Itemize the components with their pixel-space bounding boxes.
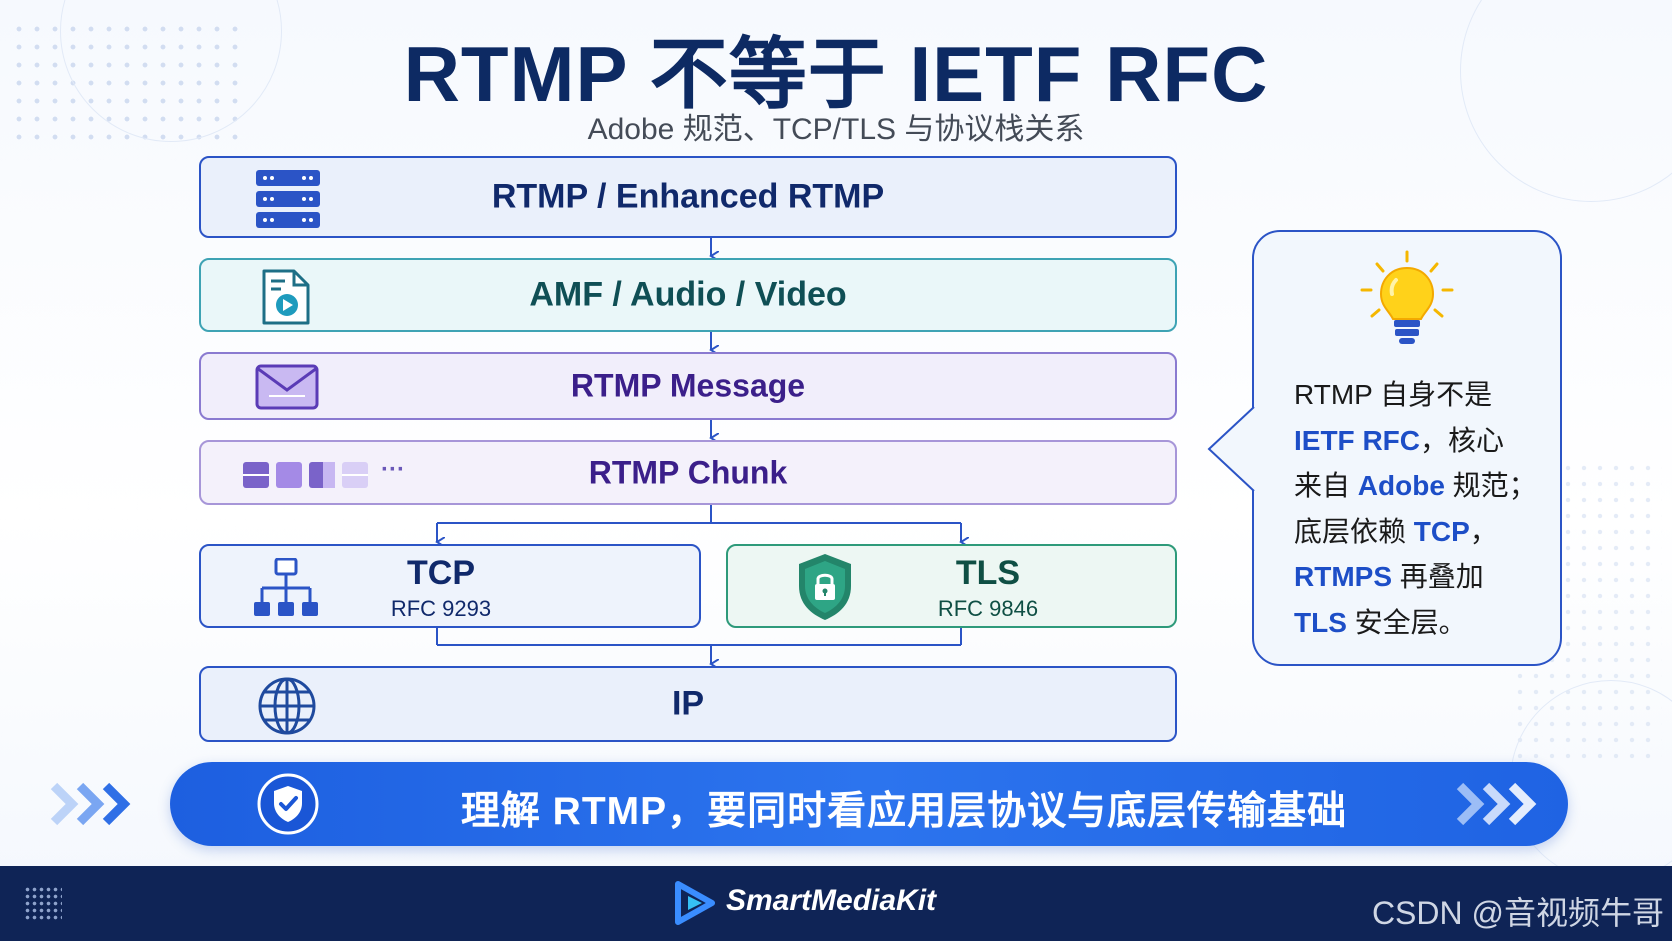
layer-amf: AMF / Audio / Video — [199, 258, 1177, 332]
chunk-blocks-icon — [243, 462, 368, 488]
layer-tcp-rfc: RFC 9293 — [390, 596, 492, 621]
layer-tls-rfc: RFC 9846 — [937, 596, 1039, 621]
callout-line: RTMPS 再叠加 — [1294, 554, 1537, 600]
callout-line: IETF RFC，核心 — [1294, 418, 1537, 464]
globe-icon — [258, 677, 316, 735]
banner-right-chevrons — [1456, 782, 1537, 826]
layer-ip-label: IP — [671, 684, 705, 723]
footer-dot-grid — [24, 886, 62, 922]
lightbulb-icon — [1360, 250, 1454, 344]
shield-check-icon — [257, 773, 319, 835]
layer-tcp: TCP RFC 9293 — [199, 544, 701, 628]
layer-tcp-label: TCP — [407, 554, 475, 592]
callout-segment: ， — [1469, 515, 1498, 547]
callout-segment: 安全层。 — [1346, 606, 1467, 638]
footer-bar: SmartMediaKit CSDN @音视频牛哥 — [0, 866, 1672, 941]
shield-lock-icon — [799, 554, 851, 620]
layer-rtmp: RTMP / Enhanced RTMP — [199, 156, 1177, 238]
callout-highlight: Adobe — [1357, 470, 1445, 501]
callout-line: TLS 安全层。 — [1294, 600, 1537, 646]
envelope-icon — [255, 364, 319, 410]
page-title: RTMP 不等于 IETF RFC — [403, 30, 1269, 118]
banner-left-chevrons — [50, 782, 131, 826]
callout-highlight: TCP — [1413, 515, 1470, 547]
layer-amf-label: AMF / Audio / Video — [529, 275, 847, 314]
layer-message-label: RTMP Message — [570, 367, 806, 404]
brand-logo-icon — [675, 881, 715, 925]
callout-segment: 规范； — [1444, 470, 1537, 501]
chunk-ellipsis: ··· — [381, 456, 405, 483]
callout-highlight: RTMPS — [1294, 561, 1392, 592]
watermark: CSDN @音视频牛哥 — [1371, 895, 1664, 931]
media-file-icon — [262, 269, 310, 325]
layer-ip: IP — [199, 666, 1177, 742]
callout-segment: ，核心 — [1420, 424, 1505, 456]
callout-pointer — [1207, 406, 1256, 492]
layer-rtmp-label: RTMP / Enhanced RTMP — [491, 177, 885, 216]
brand-name: SmartMediaKit — [726, 884, 937, 917]
callout-segment: RTMP 自身不是 — [1294, 379, 1493, 410]
callout-segment: 再叠加 — [1392, 561, 1484, 592]
callout-highlight: TLS — [1294, 606, 1347, 638]
page-subtitle: Adobe 规范、TCP/TLS 与协议栈关系 — [587, 113, 1085, 146]
callout-line: 来自 Adobe 规范； — [1294, 463, 1537, 509]
network-tree-icon — [254, 558, 318, 616]
server-rack-icon — [256, 170, 320, 228]
callout-segment: 底层依赖 — [1294, 515, 1414, 547]
banner-text: 理解 RTMP，要同时看应用层协议与底层传输基础 — [460, 790, 1348, 833]
layer-tls: TLS RFC 9846 — [726, 544, 1177, 628]
layer-tls-label: TLS — [955, 554, 1021, 592]
callout-line: RTMP 自身不是 — [1294, 372, 1537, 418]
callout-segment: 来自 — [1294, 470, 1358, 501]
layer-chunk: ··· RTMP Chunk — [199, 440, 1177, 505]
callout-line: 底层依赖 TCP， — [1294, 509, 1537, 555]
callout-highlight: IETF RFC — [1294, 424, 1420, 456]
layer-message: RTMP Message — [199, 352, 1177, 420]
summary-banner: 理解 RTMP，要同时看应用层协议与底层传输基础 — [170, 762, 1568, 846]
layer-chunk-label: RTMP Chunk — [588, 454, 788, 490]
